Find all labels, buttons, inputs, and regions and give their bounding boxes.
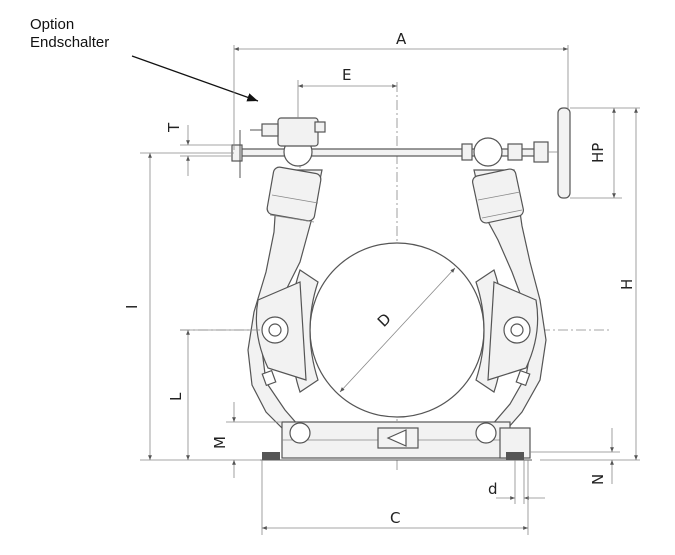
label-d: d bbox=[488, 480, 498, 498]
dimension-M bbox=[226, 402, 282, 478]
label-M: M bbox=[211, 436, 229, 449]
handwheel bbox=[548, 107, 571, 199]
callout-line-1: Option bbox=[30, 16, 75, 33]
dimension-d bbox=[496, 460, 545, 504]
left-brake-arm bbox=[247, 166, 323, 429]
limit-switch bbox=[250, 117, 326, 147]
dimension-C bbox=[261, 460, 529, 535]
label-H: H bbox=[618, 279, 636, 290]
label-T: T bbox=[165, 122, 183, 133]
label-E: E bbox=[342, 66, 351, 84]
dimension-E bbox=[297, 80, 397, 118]
dimension-N bbox=[530, 428, 620, 484]
label-HP: HP bbox=[589, 143, 607, 163]
label-I: I bbox=[123, 305, 141, 309]
dimension-L bbox=[180, 329, 260, 460]
label-A: A bbox=[396, 30, 407, 48]
callout-line-2: Endschalter bbox=[30, 34, 110, 51]
brake-drum bbox=[309, 242, 485, 418]
dimension-T bbox=[180, 125, 232, 176]
label-L: L bbox=[167, 392, 185, 401]
dimension-HP bbox=[570, 107, 622, 199]
dimension-I bbox=[140, 152, 262, 461]
callout-arrow bbox=[131, 55, 259, 102]
label-C: C bbox=[390, 509, 400, 527]
base-frame bbox=[260, 421, 532, 461]
option-endschalter-callout: Option Endschalter bbox=[30, 16, 109, 52]
right-brake-arm bbox=[472, 168, 547, 429]
label-N: N bbox=[589, 474, 607, 485]
dimension-A bbox=[233, 45, 569, 150]
dimension-H bbox=[540, 107, 640, 461]
